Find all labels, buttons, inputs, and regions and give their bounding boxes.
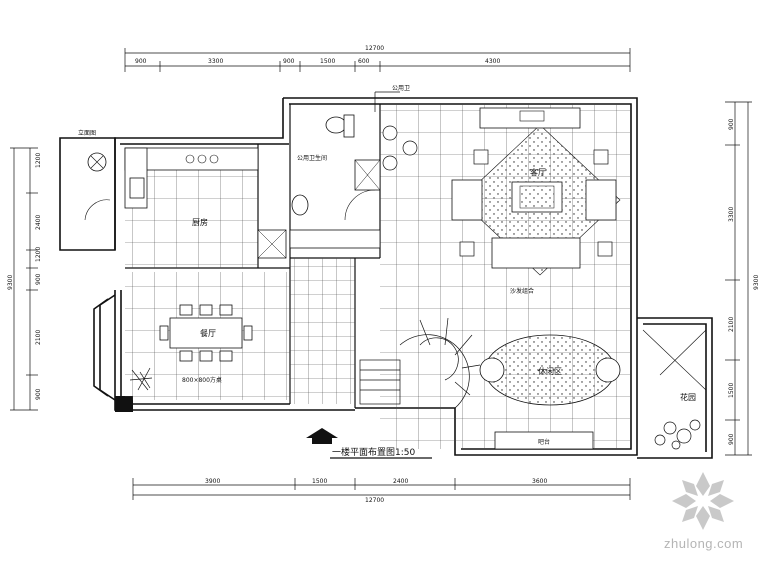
top-dimension — [124, 48, 631, 72]
right-lower-3: 900 — [728, 433, 735, 445]
leisure-bench — [494, 431, 594, 450]
garden-diagonal — [642, 329, 707, 391]
sofa-cushion — [519, 185, 555, 209]
north-arrow-icon — [306, 428, 338, 444]
sofa-note: 沙发组合 — [510, 287, 534, 295]
kitchen-label: 厨房 — [192, 217, 208, 227]
left-seg-1: 1200 — [35, 153, 42, 168]
left-seg-6: 900 — [35, 388, 42, 400]
stove-icon — [185, 154, 219, 164]
bottom-seg-4: 3600 — [532, 478, 547, 485]
dining-table — [159, 304, 253, 362]
right-lower-2: 1500 — [728, 383, 735, 398]
top-callout: 立面图 — [78, 129, 96, 137]
living-tiles — [380, 104, 631, 449]
right-total-dim: 9300 — [753, 275, 760, 290]
top-seg-6: 4300 — [485, 58, 500, 65]
drawing-title: 一楼平面布置图1:50 — [332, 446, 415, 458]
right-upper-1: 900 — [728, 118, 735, 130]
kitchen-counter — [124, 147, 259, 209]
public-bath-label: 公用卫生间 — [297, 154, 327, 162]
side-lamps — [459, 149, 613, 257]
watermark-logo-icon — [672, 472, 734, 530]
left-seg-2: 2400 — [35, 215, 42, 230]
left-seg-5: 2100 — [35, 330, 42, 345]
table-note: 800×800方桌 — [182, 376, 222, 384]
spiral-stair — [359, 317, 481, 409]
bottom-seg-2: 1500 — [312, 478, 327, 485]
bench-note: 吧台 — [538, 438, 550, 446]
left-dimension — [10, 147, 38, 411]
living-label: 客厅 — [530, 167, 546, 177]
bottom-seg-3: 2400 — [393, 478, 408, 485]
left-seg-3: 1200 — [35, 247, 42, 262]
bathroom-fixtures — [289, 114, 381, 249]
hall-tiles — [290, 258, 355, 404]
top-seg-1: 900 — [135, 58, 147, 65]
left-total-dim: 9300 — [7, 275, 14, 290]
garden-label: 花园 — [680, 392, 696, 402]
watermark-text: zhulong.com — [664, 536, 744, 551]
leisure-label: 休闲区 — [538, 366, 562, 376]
right-dimension — [725, 101, 752, 456]
garden-plants — [654, 419, 701, 450]
top-total-dim: 12700 — [365, 45, 384, 52]
top-seg-3: 900 — [283, 58, 295, 65]
plant-icon — [129, 367, 153, 391]
bottom-seg-1: 3900 — [205, 478, 220, 485]
top-seg-2: 3300 — [208, 58, 223, 65]
stools — [382, 125, 418, 171]
right-upper-2: 3300 — [728, 207, 735, 222]
callout-label: 公用卫 — [392, 85, 410, 92]
bottom-dimension — [132, 478, 631, 500]
dining-label: 餐厅 — [200, 329, 216, 338]
left-seg-4: 900 — [35, 273, 42, 285]
bottom-total-dim: 12700 — [365, 497, 384, 504]
top-seg-5: 600 — [358, 58, 370, 65]
right-lower-1: 2100 — [728, 317, 735, 332]
top-seg-4: 1500 — [320, 58, 335, 65]
